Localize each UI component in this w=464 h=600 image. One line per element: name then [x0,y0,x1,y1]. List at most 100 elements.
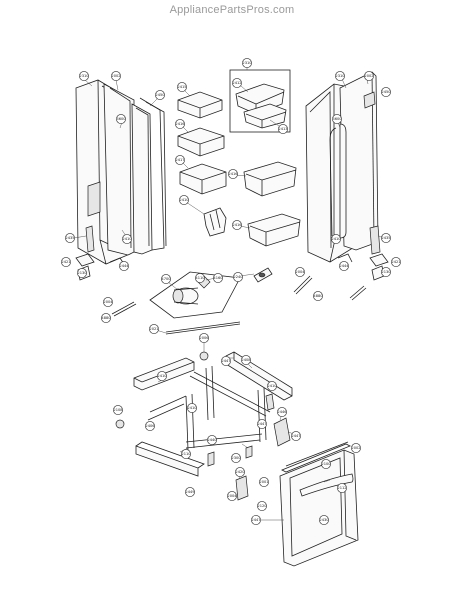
callout-label: 2421 [61,260,70,264]
callout-label: 2006 [199,336,209,340]
callout-bubble [319,515,329,525]
callout-bubble [179,195,189,205]
callout-bubble [257,501,267,511]
callout-bubble [149,324,159,334]
part-callout-right-part2: 4880 [313,291,323,301]
callout-bubble [113,405,123,415]
callout-bubble [145,421,155,431]
part-callout-ld-h1: 2421 [61,257,71,267]
callout-label: 2440 [207,438,217,442]
part-callout-ld-handle: 3600 [116,114,126,124]
callout-label: 2310 [335,74,345,78]
callout-bubble [351,443,361,453]
part-callout-rd-h1: 2421 [391,257,401,267]
part-callout-valve: 2240 [233,272,243,282]
callout-bubble [364,71,374,81]
part-callout-rail-l: 2410 [157,371,167,381]
callout-label: 2004 [103,300,113,304]
callout-label: 2300 [231,456,241,460]
callout-bubble [259,477,269,487]
callout-label: 2410 [157,374,167,378]
callout-bubble [321,459,331,469]
callout-bubble [235,467,245,477]
door-bins [177,91,301,247]
part-callout-rd-h3: 2444 [339,261,349,271]
callout-bubble [267,381,277,391]
callout-label: 2410 [187,406,197,410]
callout-label: 2001 [259,480,268,484]
callout-bubble [119,261,129,271]
callout-label: 2310 [242,61,252,65]
callout-bubble [181,449,191,459]
callout-label: 2310 [79,74,89,78]
part-callout-top-box: 2310 [242,58,252,68]
callout-label: 2417 [175,158,184,162]
callout-label: 2447 [251,518,260,522]
callout-label: 2408 [241,358,251,362]
callout-label: 2112 [337,486,346,490]
callout-label: 3600 [332,117,342,121]
callout-label: 4880 [101,316,111,320]
part-callout-bin-big1: 2416 [228,169,238,179]
callout-bubble [116,114,126,124]
part-callout-wheel2: 2110 [181,449,191,459]
callout-label: 4700 [161,277,171,281]
callout-bubble [313,291,323,301]
part-callout-drawer-i: 2430 [319,515,329,525]
callout-label: 2108 [113,408,123,412]
callout-label: 2110 [181,452,191,456]
part-callout-bracket-b: 2440 [207,435,217,445]
part-callout-ld-h3: 2444 [119,261,129,271]
callout-label: 2004 [227,494,237,498]
callout-bubble [185,487,195,497]
part-callout-bracket-a: 2410 [267,381,277,391]
callout-label: 2415 [177,85,186,89]
part-callout-bracket-e: 2447 [291,431,301,441]
callout-bubble [213,273,223,283]
part-callout-drawer-c: 2100 [321,459,331,469]
part-callout-ld-low: 2410 [122,234,132,244]
part-callout-ld-gasket: 2450 [155,90,165,100]
callout-label: 2410 [267,384,277,388]
callout-bubble [111,71,121,81]
callout-label: 2002 [364,74,373,78]
callout-bubble [221,356,231,366]
part-callout-bin3: 2417 [175,155,185,165]
callout-bubble [242,58,252,68]
callout-bubble [79,71,89,81]
callout-label: 2021 [149,327,158,331]
part-callout-wheel: 2108 [113,405,123,415]
callout-label: 4160 [213,276,223,280]
callout-label: 2435 [65,236,74,240]
callout-label: 2002 [111,74,120,78]
callout-label: 2444 [339,264,349,268]
part-callout-rd-edge: 2450 [381,87,391,97]
part-callout-rd-hinge: 2435 [381,233,391,243]
part-callout-ld-hinge: 2435 [65,233,75,243]
callout-bubble [187,403,197,413]
part-callout-bracket-d: 2446 [277,407,287,417]
callout-label: 2446 [277,410,287,414]
callout-bubble [233,272,243,282]
callout-label: 2002 [351,446,360,450]
part-callout-rd-low: 2410 [331,234,341,244]
part-callout-motor: 4700 [161,274,171,284]
callout-bubble [199,333,209,343]
part-callout-knob: 2006 [199,333,209,343]
callout-bubble [291,431,301,441]
part-callout-drawer-e: 2420 [235,467,245,477]
part-callout-bracket-c: 2447 [257,419,267,429]
callout-bubble [65,233,75,243]
callout-bubble [61,257,71,267]
callout-label: 2100 [321,462,331,466]
part-callout-rail-r: 2447 [221,356,231,366]
part-callout-rd-tl: 2310 [335,71,345,81]
callout-bubble [177,82,187,92]
callout-label: 2130 [77,271,87,275]
callout-label: 2120 [257,504,267,508]
part-callout-frame-a: 2408 [241,355,251,365]
callout-bubble [175,119,185,129]
callout-bubble [278,124,288,134]
part-callout-motor3: 4160 [213,273,223,283]
